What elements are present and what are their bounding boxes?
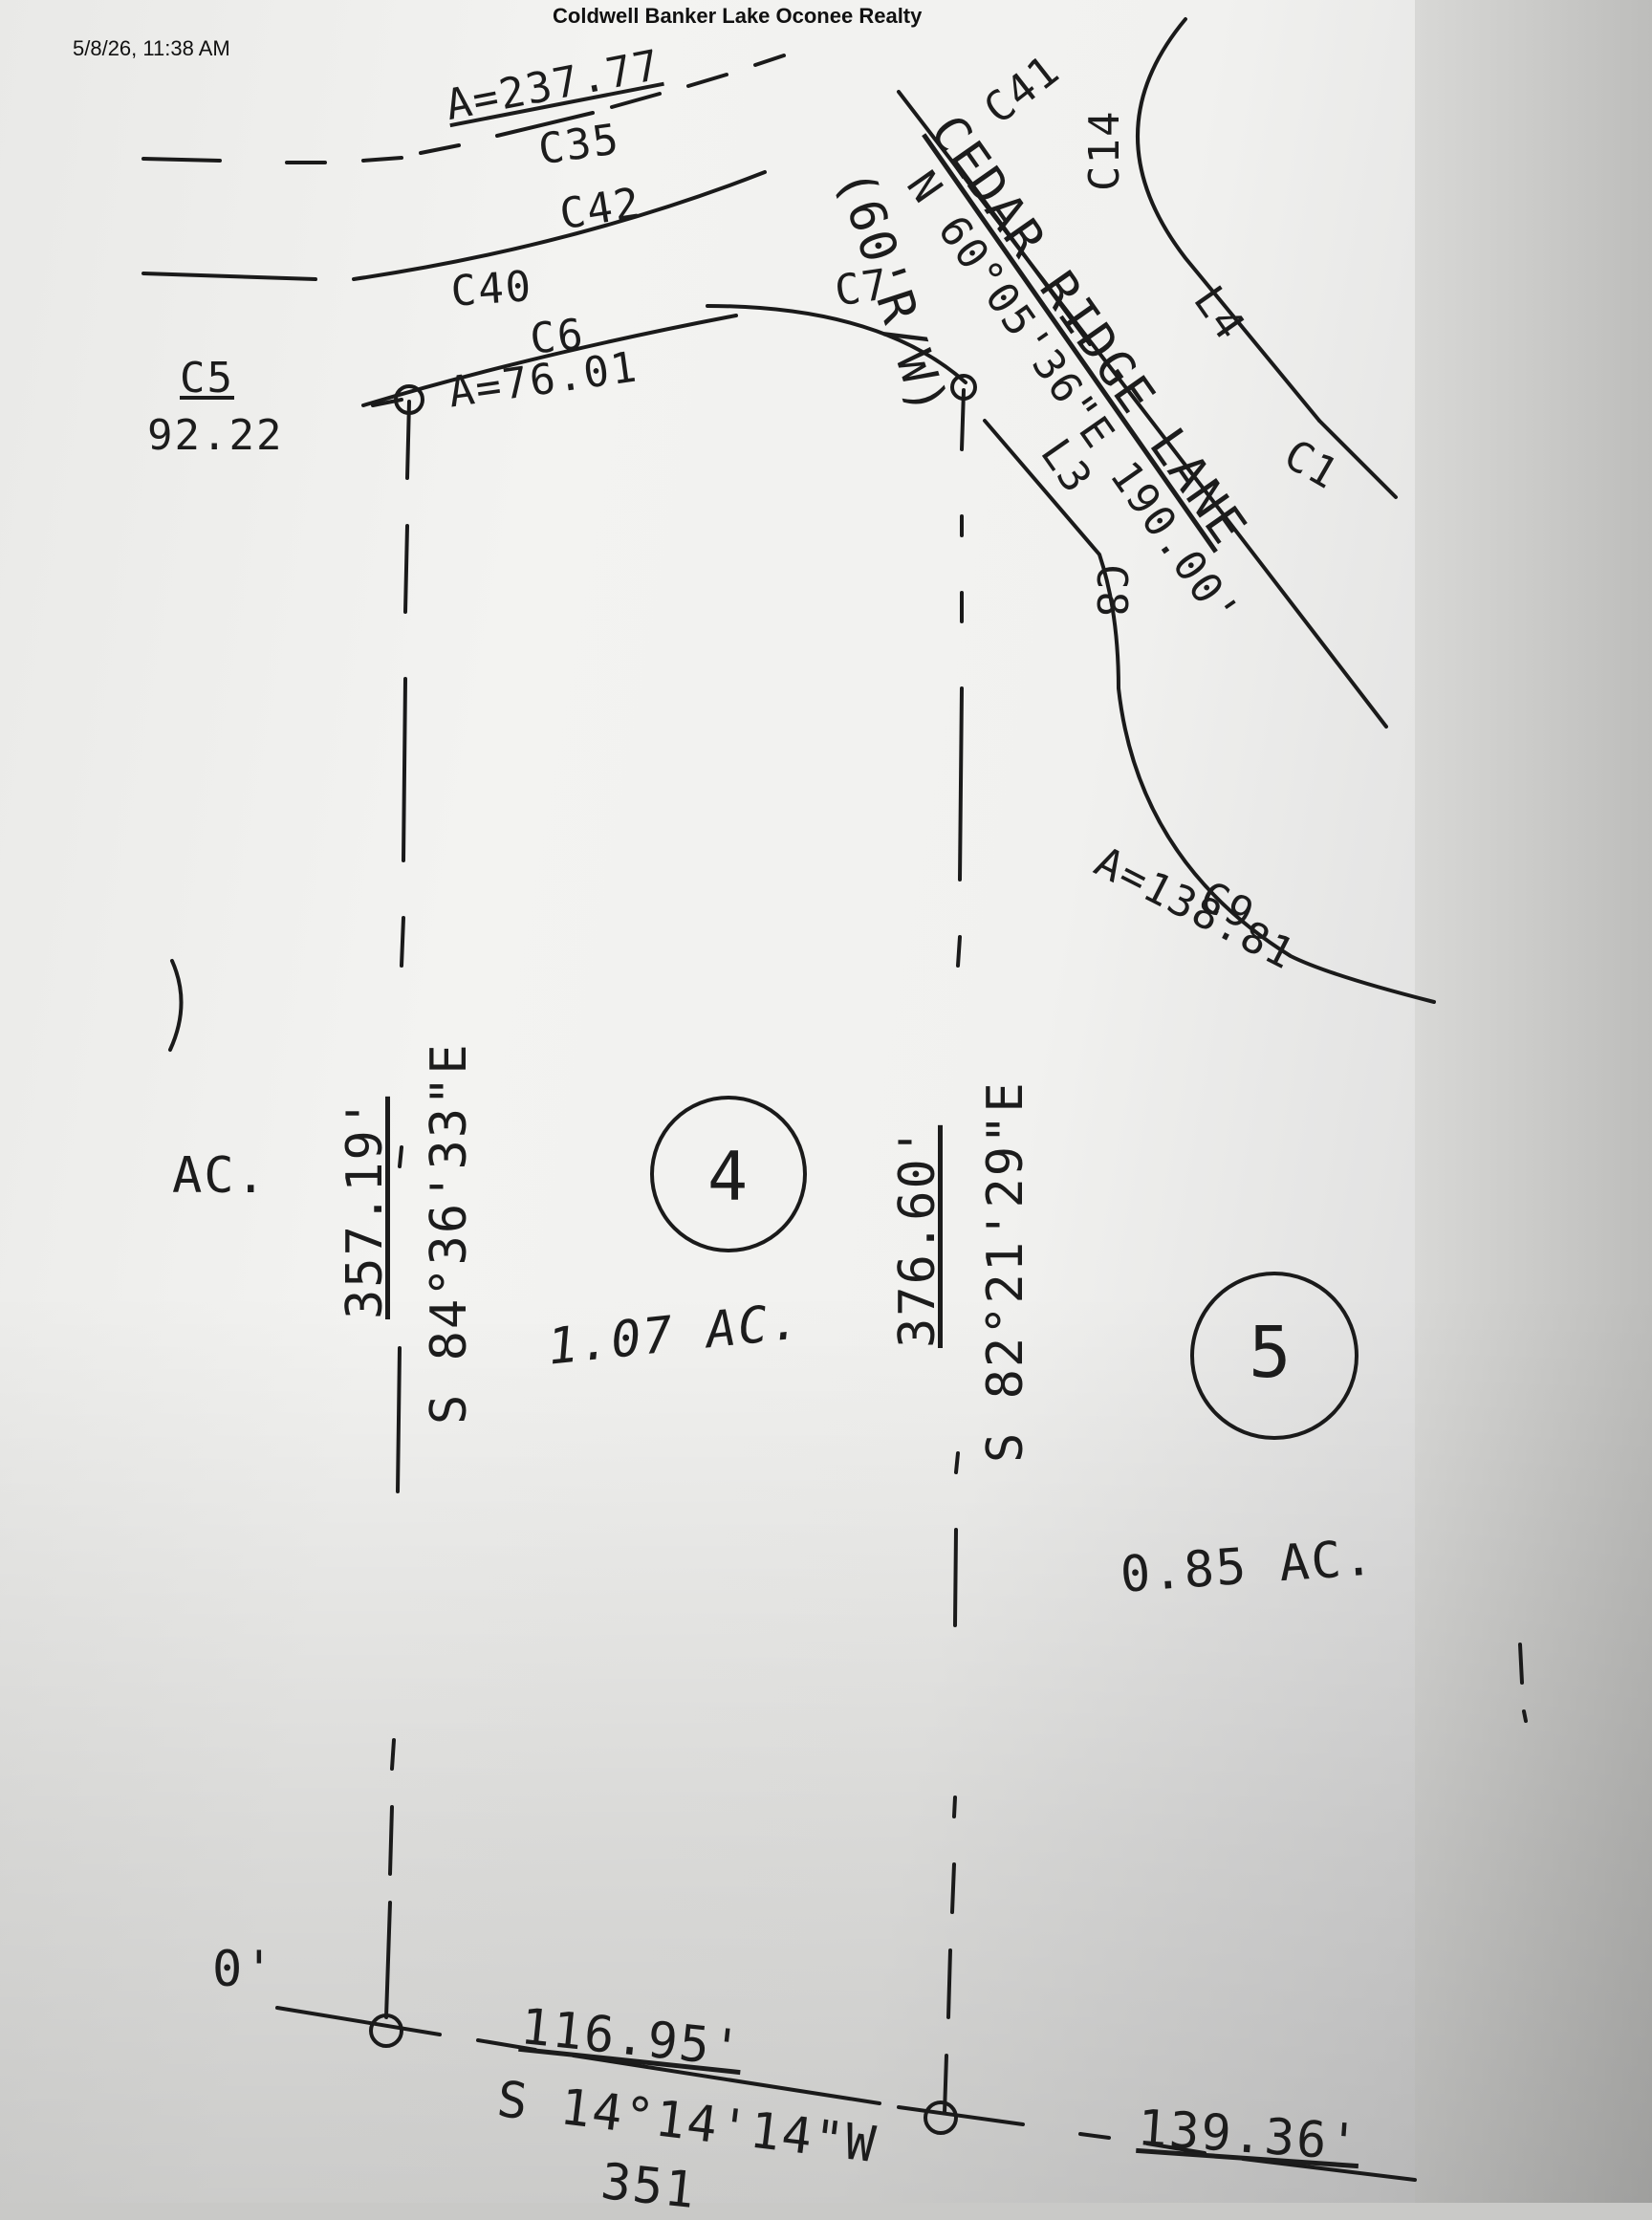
monument-sw: [369, 2013, 403, 2048]
middle-boundary-length: 376.60': [889, 1124, 946, 1348]
monument-nw: [394, 384, 424, 415]
curve-c8-c9-line: [983, 419, 1436, 1004]
partial-lot-dim: 0': [212, 1941, 276, 1998]
curve-c5-length-label: 92.22: [147, 411, 284, 460]
curve-c14-line: [1136, 17, 1321, 423]
partial-lot-area: AC.: [172, 1147, 268, 1205]
curve-c8-label: C8: [1087, 564, 1136, 619]
lot-5-number: 5: [1249, 1312, 1293, 1394]
partial-arc: [168, 959, 184, 1052]
west-boundary-bearing: S 84°36'33"E: [421, 1042, 478, 1425]
west-boundary-line: [384, 400, 411, 2019]
curve-c40-label: C40: [449, 262, 534, 316]
print-timestamp: 5/8/26, 11:38 AM: [73, 36, 230, 60]
curve-c5-label: C5: [180, 354, 234, 403]
paper-edge: [1415, 0, 1652, 2203]
south-boundary-line: [275, 2006, 1417, 2182]
curve-c6-line: [361, 314, 738, 407]
middle-boundary-line: [943, 388, 966, 2115]
curve-c7-line: [706, 304, 967, 384]
curve-c35-line: [141, 54, 786, 164]
curve-c40-line: [141, 170, 767, 281]
middle-boundary-bearing: S 82°21'29"E: [977, 1080, 1034, 1463]
print-header-title: Coldwell Banker Lake Oconee Realty: [553, 4, 923, 28]
south-partial-label: 351: [598, 2153, 700, 2220]
lot-4-number: 4: [707, 1138, 750, 1216]
curve-c14-label: C14: [1080, 109, 1129, 191]
monument-se: [924, 2100, 958, 2135]
west-boundary-length: 357.19': [337, 1096, 394, 1319]
monument-ne: [950, 374, 977, 401]
lot-4-circle: [650, 1096, 807, 1252]
photo-shadow: [0, 1291, 1652, 2203]
lot-5-circle: [1190, 1272, 1359, 1440]
